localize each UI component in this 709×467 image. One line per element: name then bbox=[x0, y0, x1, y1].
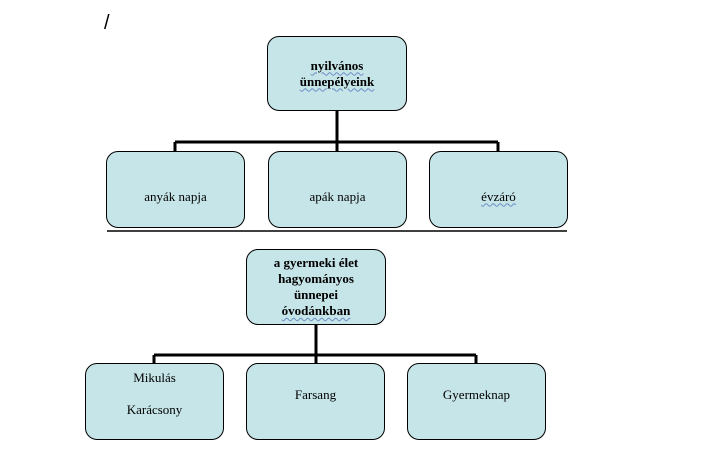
bottom-child-node-3: Gyermeknap bbox=[407, 363, 546, 440]
top-root-line2: ünnepélyeink bbox=[299, 73, 375, 89]
top-child-node-1: anyák napja bbox=[106, 151, 245, 228]
top-root-line1: nyilvános bbox=[310, 57, 364, 73]
top-child-label-1: anyák napja bbox=[144, 188, 207, 204]
stray-slash-mark: / bbox=[104, 12, 110, 34]
bottom-root-node: a gyermeki élet hagyományos ünnepei óvod… bbox=[246, 249, 386, 325]
bottom-child-label-1a: Mikulás bbox=[133, 370, 176, 385]
top-child-node-3: évzáró bbox=[429, 151, 568, 228]
top-child-label-2: apák napja bbox=[309, 188, 366, 204]
bottom-root-line4: óvodánkban bbox=[281, 303, 351, 318]
bottom-root-line3: ünnepei bbox=[293, 287, 339, 302]
bottom-child-node-1: Mikulás Karácsony bbox=[85, 363, 224, 440]
bottom-child-label-3: Gyermeknap bbox=[442, 386, 511, 402]
top-child-label-3: évzáró bbox=[481, 188, 516, 204]
top-child-node-2: apák napja bbox=[268, 151, 407, 228]
top-root-node: nyilvános ünnepélyeink bbox=[267, 36, 407, 111]
bottom-child-label-2: Farsang bbox=[294, 386, 337, 402]
bottom-child-label-1b: Karácsony bbox=[126, 402, 183, 417]
bottom-child-node-2: Farsang bbox=[246, 363, 385, 440]
bottom-root-line1: a gyermeki élet bbox=[273, 255, 359, 270]
bottom-root-line2: hagyományos bbox=[278, 271, 354, 286]
